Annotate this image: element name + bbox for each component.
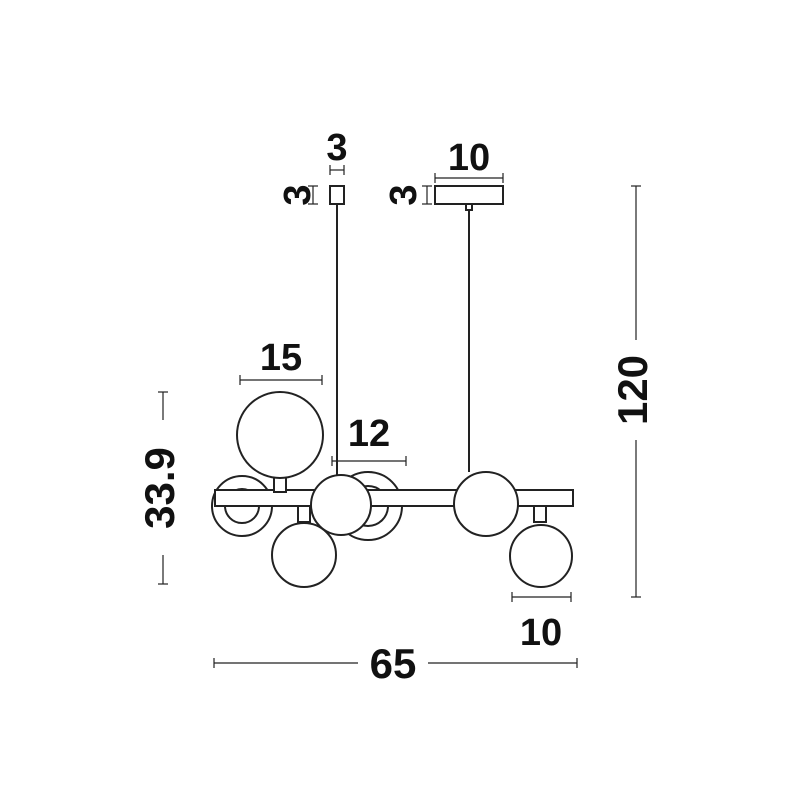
total-height-label: 120 [609,355,656,425]
large-canopy-group: 10 3 [383,137,504,211]
large-canopy-height-label: 3 [383,184,425,205]
large-canopy [434,185,504,205]
medium-globe-diameter-label: 12 [348,413,390,455]
horizontal-bar [214,489,574,507]
small-canopy-group: 3 3 [277,127,348,206]
large-globe-dimension: 15 [239,337,323,385]
medium-globe-dimension: 12 [331,413,407,466]
small-canopy-height-label: 3 [277,184,319,205]
small-globe-left-socket [297,505,311,523]
large-globe-diameter-label: 15 [260,337,302,379]
medium-globe-right [453,471,519,537]
large-canopy-width-label: 10 [448,137,490,179]
body-height-label: 33.9 [136,447,183,529]
total-height-dimension: 120 [609,185,656,598]
small-globe-diameter-label: 10 [520,612,562,654]
small-globe-dimension: 10 [511,592,572,654]
large-globe [236,391,324,479]
small-canopy [329,185,345,205]
small-canopy-width-label: 3 [326,127,347,169]
total-width-label: 65 [370,640,417,687]
total-width-dimension: 65 [213,640,578,687]
body-height-dimension: 33.9 [136,391,183,585]
small-globe-right-socket [533,505,547,523]
small-globe-right [509,524,573,588]
medium-globe-center [310,474,372,536]
lamp-body [211,391,574,588]
small-globe-left [271,522,337,588]
large-canopy-fitting [465,203,473,211]
